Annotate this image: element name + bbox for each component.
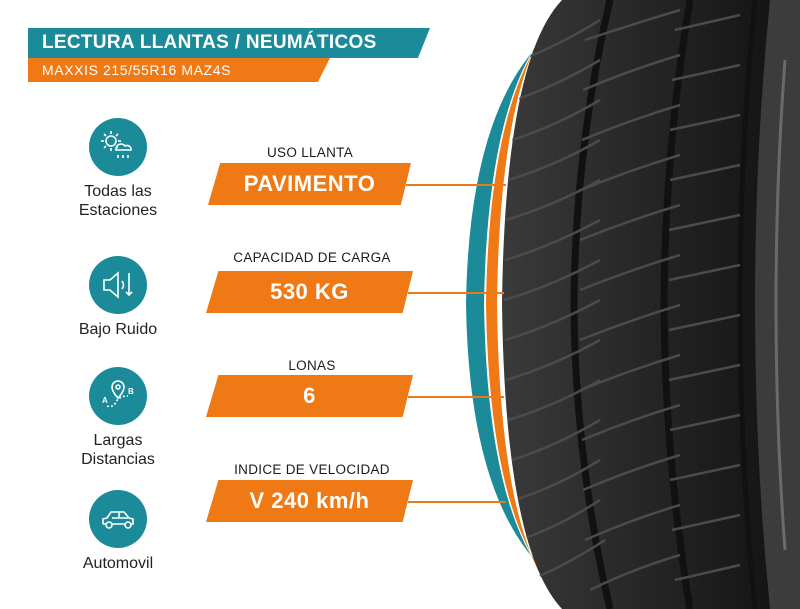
feature-label: Largas (93, 432, 143, 449)
spec-value-speed-index: V 240 km/h (206, 480, 413, 522)
spec-caption-speed-index: INDICE DE VELOCIDAD (234, 462, 390, 477)
low-noise-speaker-icon (103, 271, 133, 299)
spec-value-usage: PAVIMENTO (208, 163, 411, 205)
route-a-to-b-icon: A B (102, 380, 134, 408)
spec-caption-load-capacity: CAPACIDAD DE CARGA (233, 250, 391, 265)
connector-line (408, 396, 504, 398)
feature-label: Bajo Ruido (78, 321, 158, 338)
feature-long-distances: A B Largas Distancias (58, 367, 178, 469)
weather-all-seasons-icon (101, 131, 132, 158)
page-title: LECTURA LLANTAS / NEUMÁTICOS (28, 28, 430, 58)
car-icon (102, 511, 134, 529)
spec-value-load-capacity: 530 KG (206, 271, 413, 313)
connector-line (406, 184, 506, 186)
feature-low-noise: Bajo Ruido (58, 256, 178, 339)
feature-label: Automovil (82, 555, 154, 572)
connector-line (408, 501, 506, 503)
svg-text:B: B (128, 387, 134, 396)
feature-label: Todas las (84, 183, 152, 200)
feature-label: Estaciones (78, 202, 158, 219)
spec-caption-plies: LONAS (288, 358, 336, 373)
feature-automobile: Automovil (58, 490, 178, 573)
connector-line (408, 292, 504, 294)
spec-value-plies: 6 (206, 375, 413, 417)
spec-caption-usage: USO LLANTA (266, 145, 354, 160)
svg-text:A: A (102, 396, 108, 405)
feature-all-seasons: Todas las Estaciones (58, 118, 178, 220)
feature-label: Distancias (81, 451, 155, 468)
tire-model-subtitle: MAXXIS 215/55R16 MAZ4S (28, 58, 330, 82)
